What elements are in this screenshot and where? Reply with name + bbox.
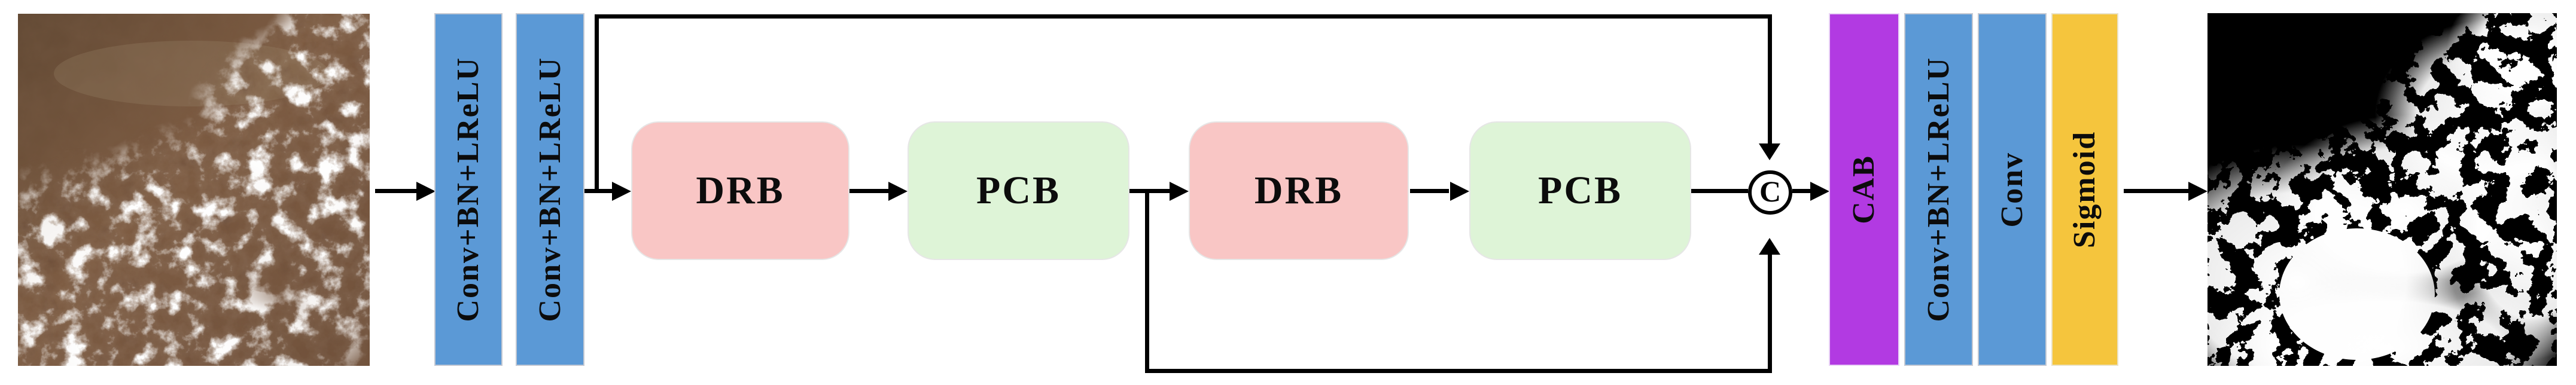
concat-node-label: C — [1759, 175, 1782, 208]
conv-bn-lrelu-bar-1: Conv+BN+LReLU — [434, 13, 503, 366]
drb-block-2-label: DRB — [1254, 169, 1344, 212]
skip-bottom-horizontal-line — [1145, 369, 1772, 373]
conv-bar-label: Conv — [1995, 151, 2029, 228]
skip-top-vertical-drop — [1768, 14, 1772, 143]
flow-line-pcb2-concat — [1691, 189, 1748, 193]
skip-top-arrowhead — [1759, 143, 1780, 160]
pcb-block-2-label: PCB — [1538, 169, 1622, 212]
conv-bn-lrelu-bar-1-label: Conv+BN+LReLU — [451, 57, 485, 322]
flow-line-input — [375, 189, 419, 193]
skip-bottom-vertical-tap — [1145, 191, 1149, 371]
drb-block-2: DRB — [1189, 121, 1409, 260]
conv-bn-lrelu-bar-2-label: Conv+BN+LReLU — [532, 57, 567, 322]
input-satellite-image — [18, 14, 370, 366]
conv-bn-lrelu-bar-2: Conv+BN+LReLU — [516, 13, 584, 366]
arrowhead-drb2 — [1170, 182, 1189, 201]
skip-bottom-vertical-rise — [1768, 255, 1772, 373]
sigmoid-bar: Sigmoid — [2051, 13, 2118, 366]
pcb-block-1-label: PCB — [976, 169, 1061, 212]
flow-line-concat-cab — [1792, 189, 1811, 193]
skip-top-vertical-tap — [595, 14, 599, 191]
flow-line-drb2-pcb2 — [1410, 189, 1449, 193]
conv-bn-lrelu-bar-3: Conv+BN+LReLU — [1904, 13, 1973, 366]
conv-bar: Conv — [1978, 13, 2047, 366]
concat-node: C — [1748, 170, 1792, 215]
drb-block-1: DRB — [631, 121, 849, 260]
arrowhead-input — [416, 182, 436, 201]
skip-top-horizontal-line — [595, 14, 1772, 19]
skip-bottom-arrowhead — [1759, 238, 1780, 255]
arrowhead-cab — [1810, 182, 1829, 201]
flow-line-output — [2124, 189, 2190, 193]
pcb-block-2: PCB — [1469, 121, 1691, 260]
conv-bn-lrelu-bar-3-label: Conv+BN+LReLU — [1921, 57, 1956, 322]
arrowhead-output — [2188, 182, 2207, 201]
cab-bar-label: CAB — [1847, 155, 1881, 224]
cab-bar: CAB — [1829, 13, 1899, 366]
output-cloud-mask — [2207, 13, 2557, 366]
flow-line-drb1-pcb1 — [849, 189, 888, 193]
arrowhead-drb1 — [612, 182, 631, 201]
arrowhead-pcb2 — [1450, 182, 1469, 201]
drb-block-1-label: DRB — [696, 169, 785, 212]
flow-line-conv2-drb1 — [584, 189, 613, 193]
flow-line-pcb1-drb2 — [1129, 189, 1170, 193]
pcb-block-1: PCB — [908, 121, 1129, 260]
sigmoid-bar-label: Sigmoid — [2068, 130, 2102, 249]
arrowhead-pcb1 — [888, 182, 908, 201]
